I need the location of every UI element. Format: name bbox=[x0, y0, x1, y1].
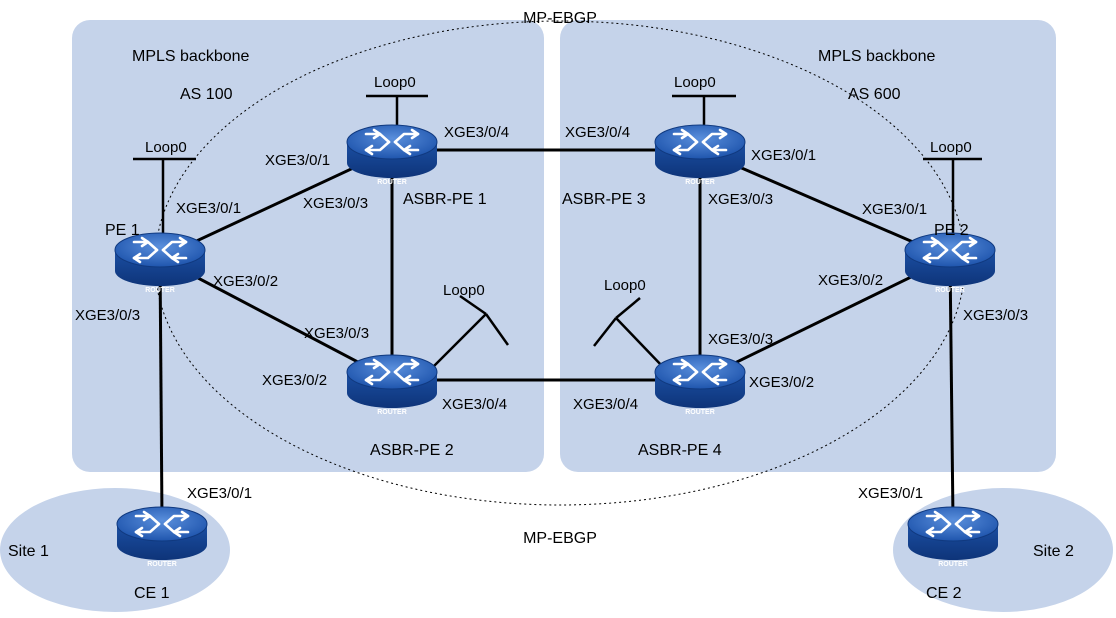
router-asbr4: ROUTER bbox=[653, 353, 747, 416]
if-pe1-asbr1: XGE3/0/1 bbox=[176, 200, 241, 217]
router-asbr1: ROUTER bbox=[345, 123, 439, 186]
if-pe2-ce2: XGE3/0/3 bbox=[963, 307, 1028, 324]
as600-backbone-label: MPLS backbone bbox=[818, 48, 936, 65]
ce1-name: CE 1 bbox=[134, 585, 170, 602]
router-badge: ROUTER bbox=[685, 409, 715, 416]
loopback-asbr1-label: Loop0 bbox=[374, 74, 416, 91]
loopback-pe2-label: Loop0 bbox=[930, 139, 972, 156]
if-asbr1-asbr2: XGE3/0/3 bbox=[303, 195, 368, 212]
link-pe2-ce2 bbox=[948, 257, 955, 521]
if-ce2-uplink: XGE3/0/1 bbox=[858, 485, 923, 502]
router-badge: ROUTER bbox=[938, 561, 968, 568]
asbr3-name: ASBR-PE 3 bbox=[562, 191, 646, 208]
pe1-name: PE 1 bbox=[105, 222, 140, 239]
loopback-asbr2 bbox=[431, 294, 510, 369]
loopback-pe2 bbox=[923, 157, 982, 240]
mp-ebgp-top-label: MP-EBGP bbox=[523, 10, 597, 27]
router-badge: ROUTER bbox=[145, 287, 175, 294]
if-asbr4-asbr2: XGE3/0/4 bbox=[573, 396, 638, 413]
loopback-asbr4-label: Loop0 bbox=[604, 277, 646, 294]
mp-ebgp-bottom-label: MP-EBGP bbox=[523, 530, 597, 547]
if-asbr4-pe2: XGE3/0/2 bbox=[749, 374, 814, 391]
router-ce2: ROUTER bbox=[906, 505, 1000, 568]
pe2-name: PE 2 bbox=[934, 222, 969, 239]
router-ce1: ROUTER bbox=[115, 505, 209, 568]
router-asbr3: ROUTER bbox=[653, 123, 747, 186]
loopback-asbr2-label: Loop0 bbox=[443, 282, 485, 299]
if-asbr2-asbr1: XGE3/0/3 bbox=[304, 325, 369, 342]
link-asbr4-pe2 bbox=[699, 256, 951, 382]
site1-label: Site 1 bbox=[8, 543, 49, 560]
if-asbr3-pe2: XGE3/0/1 bbox=[751, 147, 816, 164]
router-pe1: ROUTER bbox=[113, 231, 207, 294]
router-asbr2: ROUTER bbox=[345, 353, 439, 416]
if-ce1-uplink: XGE3/0/1 bbox=[187, 485, 252, 502]
loopback-pe1 bbox=[133, 157, 196, 240]
if-pe2-asbr3: XGE3/0/1 bbox=[862, 201, 927, 218]
if-asbr2-asbr4: XGE3/0/4 bbox=[442, 396, 507, 413]
router-pe2: ROUTER bbox=[903, 231, 997, 294]
as600-label: AS 600 bbox=[848, 86, 901, 103]
ce2-name: CE 2 bbox=[926, 585, 962, 602]
router-badge: ROUTER bbox=[377, 179, 407, 186]
asbr4-name: ASBR-PE 4 bbox=[638, 442, 722, 459]
link-pe1-ce1 bbox=[158, 257, 164, 521]
loopback-pe1-label: Loop0 bbox=[145, 139, 187, 156]
if-asbr2-pe1: XGE3/0/2 bbox=[262, 372, 327, 389]
loopback-asbr3-label: Loop0 bbox=[674, 74, 716, 91]
loopback-asbr1 bbox=[366, 94, 428, 130]
router-badge: ROUTER bbox=[935, 287, 965, 294]
if-asbr3-asbr4: XGE3/0/3 bbox=[708, 191, 773, 208]
router-badge: ROUTER bbox=[377, 409, 407, 416]
asbr2-name: ASBR-PE 2 bbox=[370, 442, 454, 459]
if-pe1-ce1: XGE3/0/3 bbox=[75, 307, 140, 324]
if-pe1-asbr2: XGE3/0/2 bbox=[213, 273, 278, 290]
if-pe2-asbr4: XGE3/0/2 bbox=[818, 272, 883, 289]
loopback-asbr4 bbox=[593, 297, 665, 369]
if-asbr1-pe1: XGE3/0/1 bbox=[265, 152, 330, 169]
router-badge: ROUTER bbox=[147, 561, 177, 568]
if-asbr1-asbr3: XGE3/0/4 bbox=[444, 124, 509, 141]
loopbacks bbox=[133, 94, 982, 369]
site2-label: Site 2 bbox=[1033, 543, 1074, 560]
loopback-asbr3 bbox=[672, 94, 736, 130]
if-asbr3-asbr1: XGE3/0/4 bbox=[565, 124, 630, 141]
if-asbr4-asbr3: XGE3/0/3 bbox=[708, 331, 773, 348]
asbr1-name: ASBR-PE 1 bbox=[403, 191, 487, 208]
router-badge: ROUTER bbox=[685, 179, 715, 186]
as100-backbone-label: MPLS backbone bbox=[132, 48, 250, 65]
as100-label: AS 100 bbox=[180, 86, 233, 103]
